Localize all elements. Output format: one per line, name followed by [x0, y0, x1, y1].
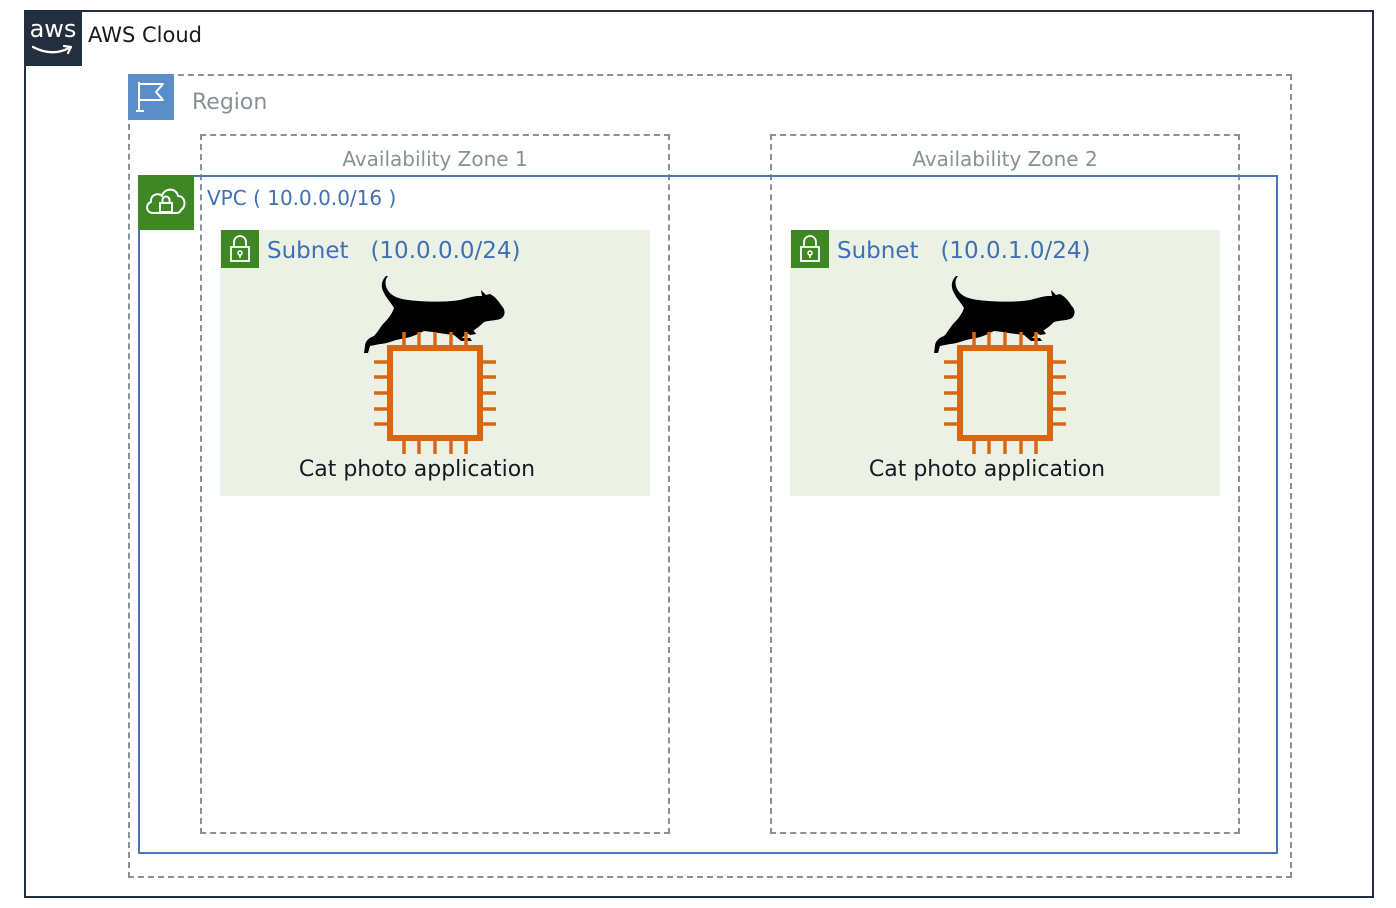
aws-logo-text: aws — [29, 15, 77, 43]
instance-1-label: Cat photo application — [298, 457, 536, 482]
cat-silhouette-icon — [364, 276, 505, 353]
availability-zone-2-title: Availability Zone 2 — [912, 147, 1098, 171]
flag-icon — [128, 74, 174, 120]
subnet-2-title: Subnet (10.0.1.0/24) — [837, 238, 1091, 264]
aws-cloud-title: AWS Cloud — [88, 23, 202, 47]
ec2-instance-chip-icon — [944, 332, 1066, 454]
aws-smile-icon — [32, 44, 73, 55]
aws-cloud-group — [24, 10, 1374, 898]
padlock-icon — [791, 230, 829, 268]
cat-silhouette-icon — [934, 276, 1075, 353]
availability-zone-2 — [770, 134, 1240, 834]
padlock-icon — [221, 230, 259, 268]
aws-logo-icon: aws — [24, 10, 82, 66]
instance-2-label: Cat photo application — [868, 457, 1106, 482]
vpc-title: VPC ( 10.0.0.0/16 ) — [207, 186, 397, 210]
region-title: Region — [192, 90, 268, 115]
availability-zone-1-title: Availability Zone 1 — [342, 147, 528, 171]
ec2-instance-chip-icon — [374, 332, 496, 454]
subnet-1-title: Subnet (10.0.0.0/24) — [267, 238, 521, 264]
availability-zone-1 — [200, 134, 670, 834]
cloud-lock-icon — [138, 175, 194, 230]
vpc-group — [138, 175, 1278, 854]
region-group — [128, 74, 1292, 878]
